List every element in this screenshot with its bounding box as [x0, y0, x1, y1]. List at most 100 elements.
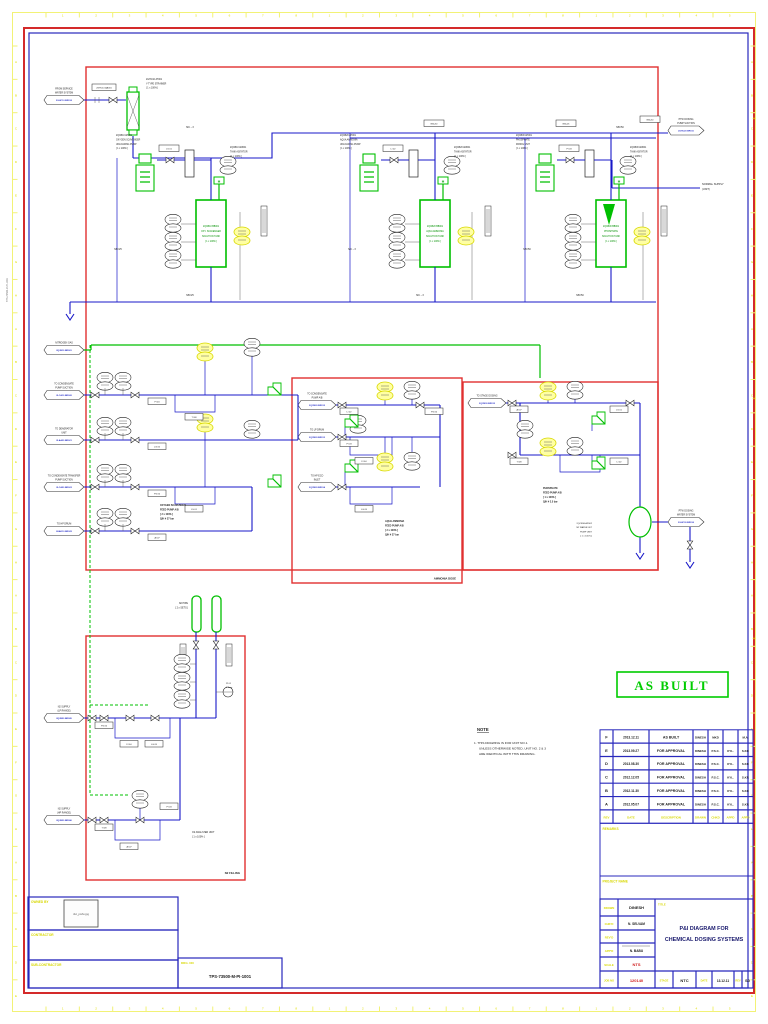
offpage-connector: [667, 517, 705, 527]
valve-icon: [165, 156, 175, 164]
instrument-tag-text: [569, 235, 577, 246]
note-line: 1. THIS DRAWING IS FOR UNIT NO.1.: [474, 741, 528, 745]
jet-pump-circle: [628, 506, 652, 538]
instrument-tag-text: [248, 341, 256, 352]
connector-tag: 2QCB20 BR013: [309, 437, 326, 439]
tb-drawn: DINESH: [629, 905, 644, 910]
grid-label: E: [751, 193, 753, 197]
pipe: [596, 460, 606, 470]
instrument-tag-text: [393, 235, 401, 246]
connector-tag: 2QJB20 BR005: [56, 718, 72, 720]
valve-icon: [130, 436, 140, 444]
yellow-highlight: [539, 437, 557, 457]
tag-box-rect: [94, 721, 114, 729]
grid-label: 1: [595, 1007, 597, 1011]
grid-label: 8: [295, 1007, 297, 1011]
yellow-highlight: [633, 226, 651, 246]
tag-box-text: FI 04: [362, 461, 368, 463]
tb-stage: NTC: [680, 978, 688, 983]
owner-band: [27, 896, 179, 931]
rev-chkd: MKD: [712, 736, 719, 740]
tag-box-text: PI 03: [566, 148, 572, 150]
grid-label: E: [15, 460, 17, 464]
vertical-tag: [660, 205, 668, 237]
tag-box: [184, 413, 204, 421]
instrument-bubble: [566, 381, 584, 400]
c2-corner-label: AMMONIA DOSE: [434, 577, 456, 581]
instrument-bubble-top: [173, 690, 191, 701]
tb-label: REV'D: [605, 936, 613, 940]
instrument-bubble: [173, 690, 191, 709]
pipe: [140, 171, 150, 183]
tank-label: OXY. SCAVENGER: [201, 230, 221, 233]
pipe: [349, 463, 359, 473]
instrument-bubble-bottom: [566, 446, 584, 456]
tb-appd: N. BABU: [630, 949, 644, 953]
instrument-bubble-bottom: [388, 259, 406, 269]
tag-box-text: TI 08: [517, 461, 523, 463]
valve-icon: [565, 156, 575, 164]
tag-box-text: FI 04: [155, 401, 161, 403]
grid-label: G: [15, 260, 18, 264]
zone-box-phosphate: [462, 381, 659, 571]
valve-icon: [507, 451, 517, 459]
grid-label: 3: [395, 1007, 397, 1011]
rev-appd: KYL.: [727, 749, 734, 753]
instrument-bubble: [114, 417, 132, 436]
connector-label: TO HP ECO: [311, 476, 324, 478]
tb-rev: S0: [745, 978, 751, 983]
vertical-tag: [484, 205, 492, 237]
tag-box-rect: [609, 457, 629, 465]
rev-desc: FOR APPROVAL: [657, 749, 686, 753]
calibration-column: [184, 149, 195, 178]
instrument-bubble: [564, 214, 582, 233]
grid-label: A: [15, 327, 17, 331]
rev-appd: KYL.: [727, 776, 734, 780]
connector-tag: 2QCB30 BR015: [479, 403, 496, 405]
agitator-label: TANK AGITATOR: [230, 150, 248, 153]
jet-caption: [ 1 x 100% ]: [580, 536, 592, 538]
instrument-tag-text: [248, 423, 256, 434]
rev-chkd: P.S.C.: [712, 789, 720, 793]
instrument-tag-text: [178, 693, 186, 704]
drawing-title-line2: CHEMICAL DOSING SYSTEMS: [665, 937, 744, 943]
connector-outline: [43, 95, 85, 105]
grid-label: G: [751, 794, 754, 798]
tag-box-text: AI 07: [126, 845, 132, 848]
tag-box-text: PS 06: [431, 411, 438, 413]
rev-appd: KYL.: [727, 762, 734, 766]
valve-icon: [90, 527, 100, 535]
connector-label: TO DEAERATOR: [55, 428, 73, 431]
instrument-bubble-bottom: [564, 241, 582, 251]
valve-body: [507, 451, 517, 459]
c3-caption: PHOSPHATE: [543, 487, 558, 490]
pump-label: 2QCB30 AP001: [516, 134, 533, 137]
grid-label: A: [15, 60, 17, 64]
c1-caption: [ 2 x 100% ]: [160, 513, 173, 516]
tb-label: STAGE: [660, 979, 669, 983]
instrument-bubble-top: [516, 420, 534, 431]
pump-label: PHOSPHATE: [516, 138, 530, 141]
grid-label: F: [15, 494, 17, 498]
unloading-pump-head: [538, 153, 552, 164]
instrument-bubble-top: [219, 156, 237, 167]
grid-label: 5: [462, 14, 464, 18]
grid-label: C: [15, 127, 18, 131]
rev-date: 2012.11.30: [623, 789, 639, 793]
rev-header: DESCRIPTION: [661, 816, 681, 820]
valve-body: [90, 436, 100, 444]
agitator-motor-label: M: [218, 179, 221, 183]
valve-body: [90, 391, 100, 399]
c2-caption: FEED PUMP A/B: [385, 525, 404, 528]
pipe: [364, 171, 374, 183]
rev-drawn: DINESH: [695, 776, 706, 780]
pipe: [349, 418, 359, 428]
rev-desc: AS BUILT: [663, 736, 680, 740]
yellow-ellipse: [539, 390, 557, 401]
tag-box-text: NB=50: [431, 123, 439, 125]
rev-date: 2013.08.30: [623, 762, 639, 766]
valve-body: [165, 156, 175, 164]
grid-label: B: [15, 93, 17, 97]
tag-box: [94, 721, 114, 729]
